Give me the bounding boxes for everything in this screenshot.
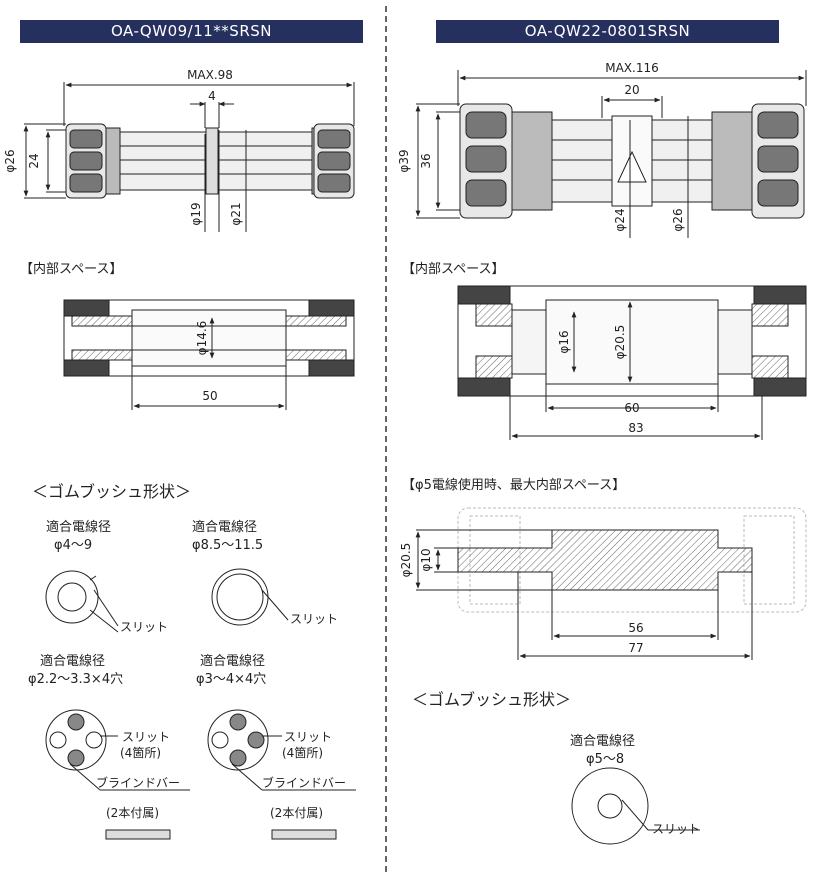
bush1-slit: スリット — [120, 620, 169, 634]
left-inner-section — [63, 299, 355, 410]
dim-max-phi205: φ20.5 — [399, 543, 413, 578]
bush4-title: 適合電線径 — [200, 654, 266, 669]
right-model-header: OA-QW22-0801SRSN — [436, 20, 779, 43]
right-inner-title: 【内部スペース】 — [402, 262, 505, 277]
dim-24: 24 — [27, 153, 41, 168]
right-external-view — [415, 70, 807, 238]
bush4-range: φ3〜4×4穴 — [196, 672, 267, 687]
dim-phi205: φ20.5 — [613, 325, 627, 360]
dim-phi26-right: φ26 — [671, 208, 685, 231]
dim-60: 60 — [624, 401, 639, 415]
right-inner-section — [457, 285, 807, 440]
right-bush-title-label: 適合電線径 — [570, 734, 636, 749]
bush-3-4x4 — [207, 709, 356, 840]
dim-20: 20 — [624, 83, 639, 97]
bush3-slit: スリット — [122, 730, 171, 744]
bush3-bar-note: (2本付属) — [106, 806, 159, 820]
bush3-slit-note: (4箇所) — [120, 746, 161, 760]
center-divider — [385, 6, 387, 872]
bush3-title: 適合電線径 — [40, 654, 106, 669]
dim-max-phi10: φ10 — [419, 548, 433, 571]
bush4-bar-note: (2本付属) — [270, 806, 323, 820]
right-bush-slit: スリット — [652, 822, 701, 836]
bush2-slit: スリット — [290, 612, 339, 626]
dim-50: 50 — [202, 389, 217, 403]
dim-77: 77 — [628, 641, 643, 655]
dim-gap4: 4 — [208, 89, 216, 103]
bush-5-8 — [571, 767, 700, 845]
dim-83: 83 — [628, 421, 643, 435]
dim-max116: MAX.116 — [605, 61, 659, 75]
left-external-view — [23, 82, 355, 232]
dim-36: 36 — [419, 153, 433, 168]
dim-phi24: φ24 — [613, 208, 627, 231]
dim-phi26: φ26 — [3, 149, 17, 172]
dim-max98: MAX.98 — [187, 68, 233, 82]
bush3-bar: ブラインドバー — [96, 776, 181, 790]
left-bush-title: ＜ゴムブッシュ形状＞ — [32, 482, 192, 501]
bush1-range: φ4〜9 — [54, 538, 93, 553]
dim-phi146: φ14.6 — [195, 321, 209, 356]
left-model-header: OA-QW09/11**SRSN — [20, 20, 363, 43]
bush4-slit-note: (4箇所) — [282, 746, 323, 760]
right-bush-title: ＜ゴムブッシュ形状＞ — [412, 690, 572, 709]
bush3-range: φ2.2〜3.3×4穴 — [28, 672, 124, 687]
bush4-bar: ブラインドバー — [262, 776, 347, 790]
right-bush-range: φ5〜8 — [586, 752, 625, 767]
bush-22-33x4 — [45, 709, 190, 840]
dim-phi19: φ19 — [189, 202, 203, 225]
bush2-title: 適合電線径 — [192, 520, 258, 535]
bush1-title: 適合電線径 — [46, 520, 112, 535]
dim-phi16: φ16 — [557, 330, 571, 353]
bush4-slit: スリット — [284, 730, 333, 744]
right-max-title: 【φ5電線使用時、最大内部スペース】 — [402, 478, 626, 493]
bush2-range: φ8.5〜11.5 — [192, 538, 264, 553]
bush-85-115 — [211, 568, 289, 626]
left-inner-title: 【内部スペース】 — [20, 262, 123, 277]
dim-phi21: φ21 — [229, 202, 243, 225]
dim-phi39: φ39 — [397, 149, 411, 172]
dim-56: 56 — [628, 621, 643, 635]
bush-4-9 — [45, 570, 119, 633]
